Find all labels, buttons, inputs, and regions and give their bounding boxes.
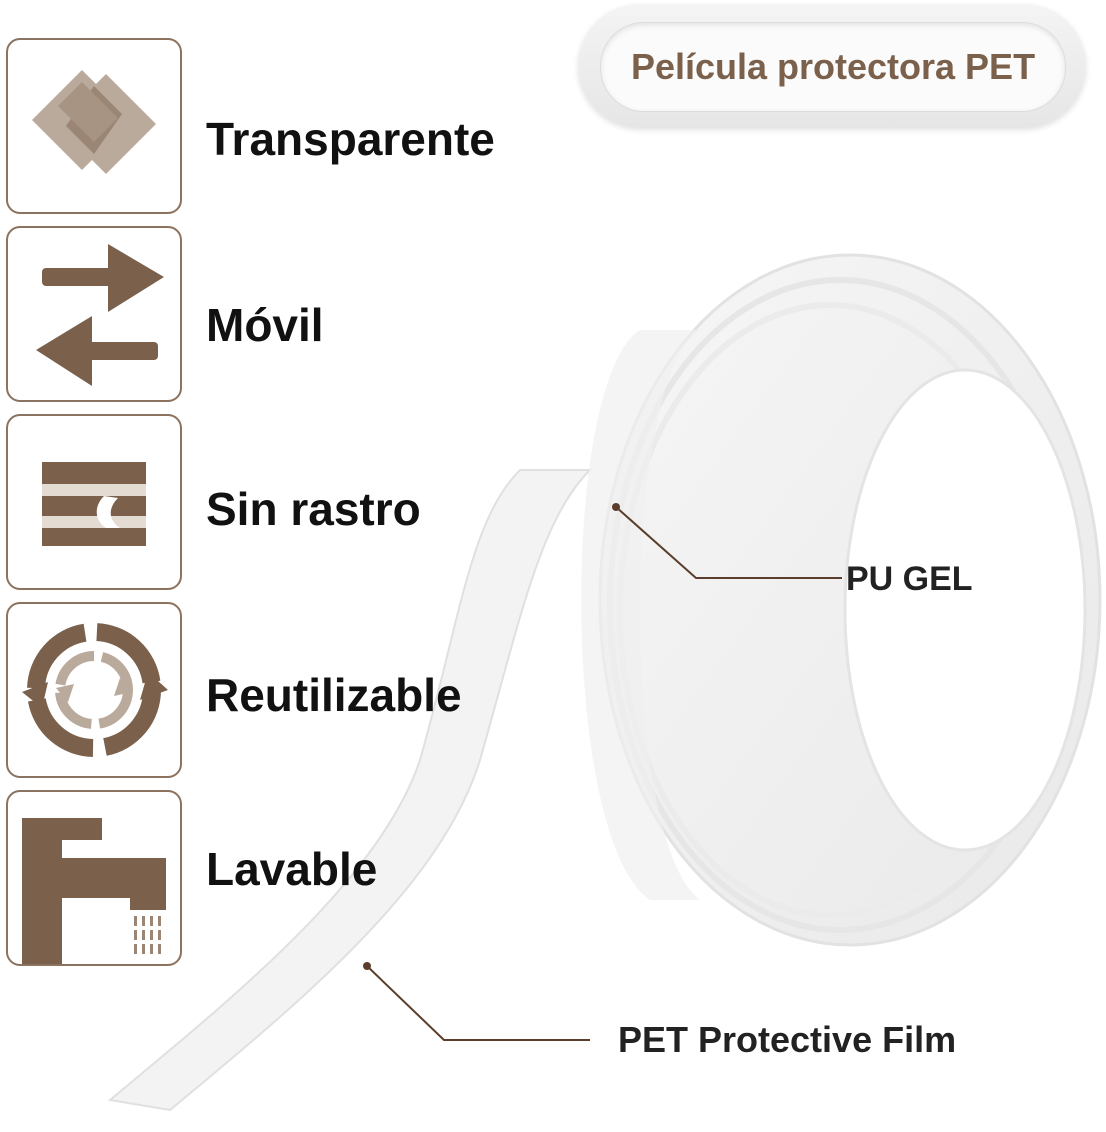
callout-pu-gel: PU GEL	[846, 560, 973, 598]
feature-icon-box-sin-rastro	[6, 414, 182, 590]
feature-label-sin-rastro: Sin rastro	[206, 483, 421, 535]
header-badge: Película protectora PET	[578, 4, 1086, 128]
faucet-icon	[22, 818, 166, 964]
feature-icon-box-reutilizable	[6, 602, 182, 778]
feature-label-reutilizable: Reutilizable	[206, 669, 462, 721]
feature-label-transparente: Transparente	[206, 113, 495, 165]
feature-icon-box-transparente	[6, 38, 182, 214]
peeling-layer-icon	[42, 462, 146, 546]
callout-pet-film: PET Protective Film	[618, 1019, 957, 1060]
recycle-arrows-icon	[22, 623, 168, 757]
feature-icon-box-lavable	[6, 790, 182, 966]
feature-icon-box-movil	[6, 226, 182, 402]
overlapping-squares-icon	[32, 70, 156, 174]
header-badge-text: Película protectora PET	[630, 46, 1036, 87]
pet-film-leader-line	[363, 962, 590, 1041]
pu-gel-leader-line	[612, 503, 842, 579]
swap-arrows-icon	[36, 244, 164, 386]
feature-label-lavable: Lavable	[206, 843, 378, 895]
feature-label-movil: Móvil	[206, 299, 324, 351]
header-badge-inner: Película protectora PET	[600, 22, 1066, 112]
